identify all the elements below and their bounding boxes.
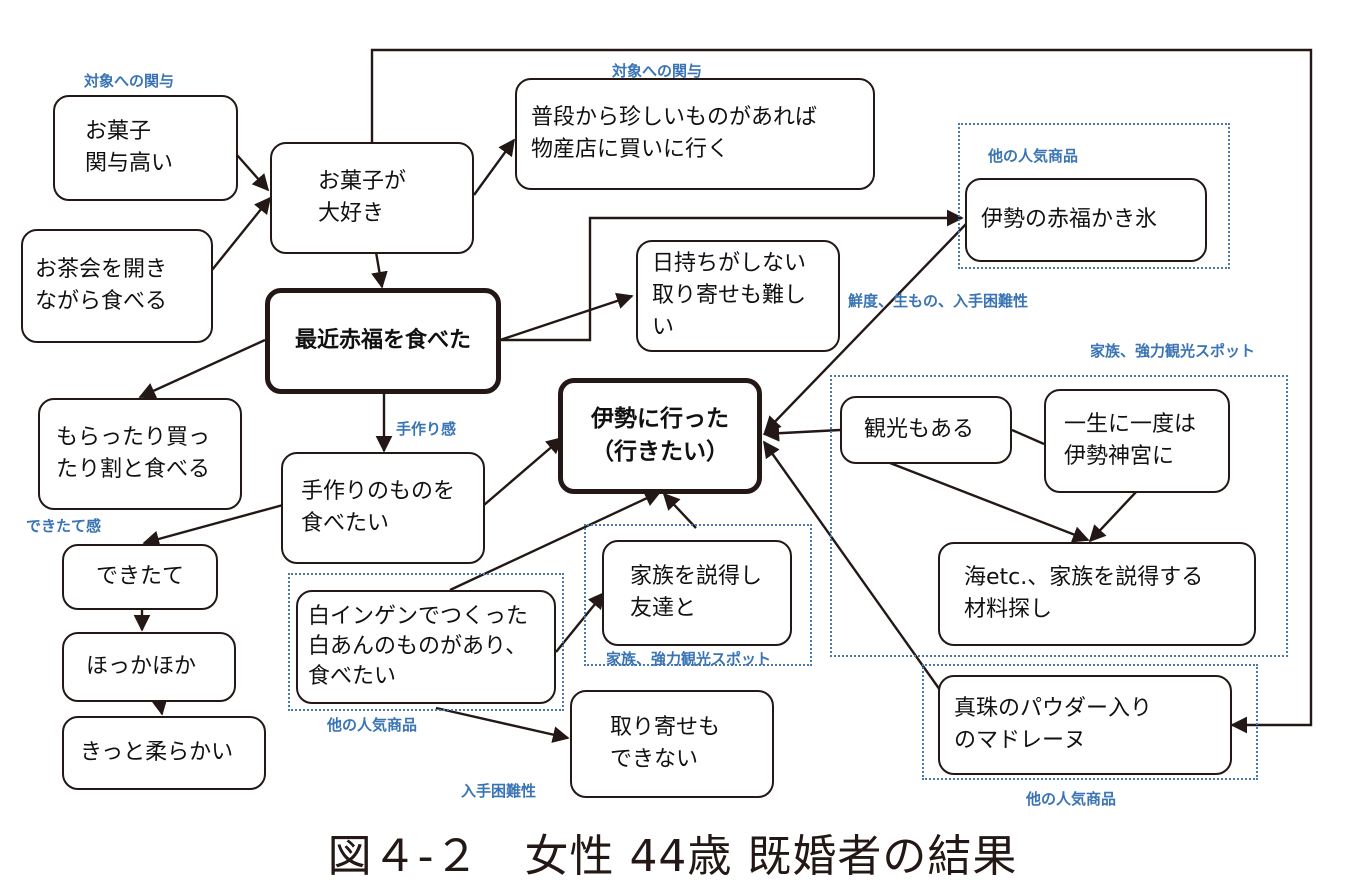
arrow-issho-to-umi <box>1088 491 1137 543</box>
label-kazoku-right: 家族、強力観光スポット <box>1090 342 1256 360</box>
node-himochi: 日持ちがしない 取り寄せも難しい <box>636 240 840 352</box>
node-shiroingen: 白インゲンでつくった 白あんのものがあり、 食べたい <box>296 590 556 704</box>
arrow-saikin-to-himochi <box>499 292 634 342</box>
arrow-daisuki-to-saikin <box>371 251 388 289</box>
group-frame-kanko <box>830 375 1288 657</box>
label-sendo: 鮮度、生もの、入手困難性 <box>848 292 1029 310</box>
node-toriyose: 取り寄せも できない <box>570 690 774 798</box>
label-taisho-left: 対象への関与 <box>84 72 175 90</box>
node-fudan: 普段から珍しいものがあれば 物産店に買いに行く <box>515 78 875 190</box>
figure-caption: 図４-２ 女性 44歳 既婚者の結果 <box>327 831 1018 882</box>
label-dekitatekan: できたて感 <box>26 517 102 535</box>
arrow-kanyo-to-daisuki <box>236 154 270 192</box>
node-kazoku-settoku: 家族を説得し 友達と <box>602 540 792 646</box>
node-shinju-madeleine: 真珠のパウダー入り のマドレーヌ <box>938 675 1232 775</box>
node-tezukuri: 手作りのものを 食べたい <box>281 452 485 564</box>
arrow-shiroingen-to-toriyose <box>435 706 570 743</box>
label-hoka-ninki-mid: 他の人気商品 <box>327 716 418 734</box>
node-ochakai: お茶会を開き ながら食べる <box>21 229 213 343</box>
label-kazoku-mid: 家族、強力観光スポット <box>606 650 772 668</box>
node-okashi-daisuki: お菓子が 大好き <box>270 142 474 254</box>
arrow-kanko-to-umi <box>889 461 1090 543</box>
arrow-settoku-to-ise <box>662 492 697 529</box>
node-kakigori: 伊勢の赤福かき氷 <box>965 178 1207 262</box>
label-hoka-ninki-bottom: 他の人気商品 <box>1026 790 1117 808</box>
node-saikin-akafuku: 最近赤福を食べた <box>265 288 501 394</box>
node-hokkahoka: ほっかほか <box>62 632 236 702</box>
arrow-tezukuri-to-dekitate <box>142 503 284 548</box>
label-taisho-top: 対象への関与 <box>612 62 703 80</box>
arrow-daisuki-loop-to-shinju <box>370 48 1313 734</box>
arrow-tezukuri-to-ise <box>483 436 564 506</box>
group-frame-shiroingen <box>288 573 564 711</box>
arrow-shinju-to-ise <box>763 440 941 691</box>
line-kanko-to-issho <box>1011 428 1045 446</box>
arrow-saikin-to-moratta <box>138 338 266 399</box>
arrow-ochakai-to-daisuki <box>211 196 272 271</box>
arrow-shiroingen-to-settoku <box>555 591 606 653</box>
node-okashi-kanyo: お菓子 関与高い <box>53 95 238 201</box>
arrow-daisuki-to-fudan <box>473 138 515 196</box>
node-kitto-yawarakai: きっと柔らかい <box>62 716 266 790</box>
arrow-kanko-to-ise <box>762 424 841 442</box>
arrow-saikin-to-kakigori <box>500 209 964 342</box>
label-tezukurikan: 手作り感 <box>396 420 457 438</box>
label-nyushu: 入手困難性 <box>461 782 537 800</box>
group-frame-settoku <box>584 524 812 666</box>
node-umi-settoku: 海etc.、家族を説得する 材料探し <box>938 542 1256 646</box>
arrow-kakigori-to-ise <box>763 221 969 434</box>
node-issho-ichido: 一生に一度は 伊勢神宮に <box>1044 389 1230 493</box>
arrow-hokkahoka-to-kitto <box>151 697 168 716</box>
node-kanko: 観光もある <box>840 396 1012 464</box>
node-moratta: もらったり買っ たり割と食べる <box>38 398 242 510</box>
label-hoka-ninki-top: 他の人気商品 <box>988 147 1079 165</box>
node-ise-itta: 伊勢に行った （行きたい） <box>558 378 762 494</box>
group-frame-kakigori <box>958 123 1230 269</box>
node-dekitate: できたて <box>62 544 218 610</box>
group-frame-shinju <box>922 664 1258 780</box>
